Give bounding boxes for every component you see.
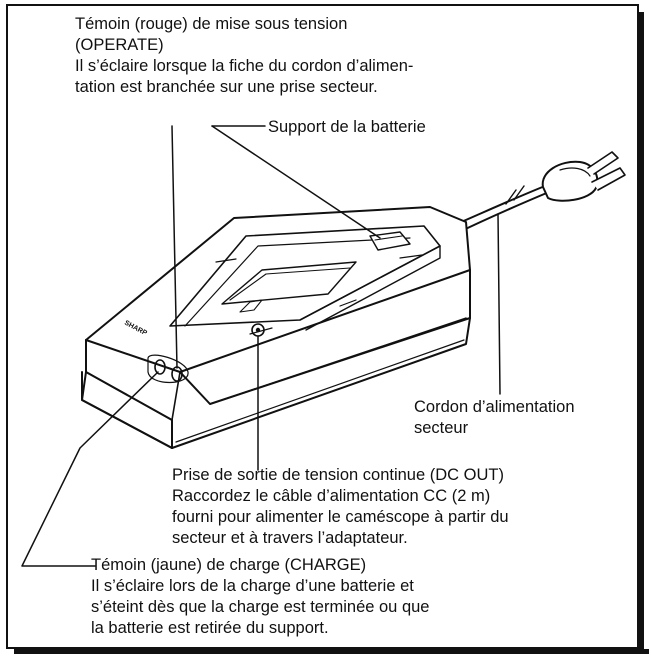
leader-lines — [21, 125, 501, 567]
operate-indicator-lamp — [171, 366, 183, 382]
operate-label-desc-2: tation est branchée sur une prise secteu… — [75, 78, 378, 96]
battery-support — [169, 225, 441, 335]
battery-support-label: Support de la batterie — [268, 118, 426, 136]
power-cord-label-2: secteur — [414, 419, 469, 437]
operate-label-desc-1: Il s’éclaire lorsque la fiche du cordon … — [75, 57, 414, 75]
operate-label-code: (OPERATE) — [75, 36, 164, 54]
charge-label-title: Témoin (jaune) de charge (CHARGE) — [91, 556, 367, 574]
operate-label-title: Témoin (rouge) de mise sous tension — [75, 15, 348, 33]
charge-label-desc-1: Il s’éclaire lors de la charge d’une bat… — [91, 577, 414, 595]
dc-out-label-desc-2: fourni pour alimenter le caméscope à par… — [172, 508, 509, 526]
charge-label-desc-3: la batterie est retirée du support. — [91, 619, 329, 637]
power-cord-label-1: Cordon d’alimentation — [414, 398, 575, 416]
charge-indicator-lamp — [154, 359, 166, 375]
dc-out-label-desc-3: secteur et à travers l’adaptateur. — [172, 529, 408, 547]
charge-label-desc-2: s’éteint dès que la charge est terminée … — [91, 598, 430, 616]
power-plug — [541, 151, 626, 202]
dc-out-label-title: Prise de sortie de tension continue (DC … — [172, 466, 504, 484]
dc-out-label-desc-1: Raccordez le câble d’alimentation CC (2 … — [172, 487, 491, 505]
